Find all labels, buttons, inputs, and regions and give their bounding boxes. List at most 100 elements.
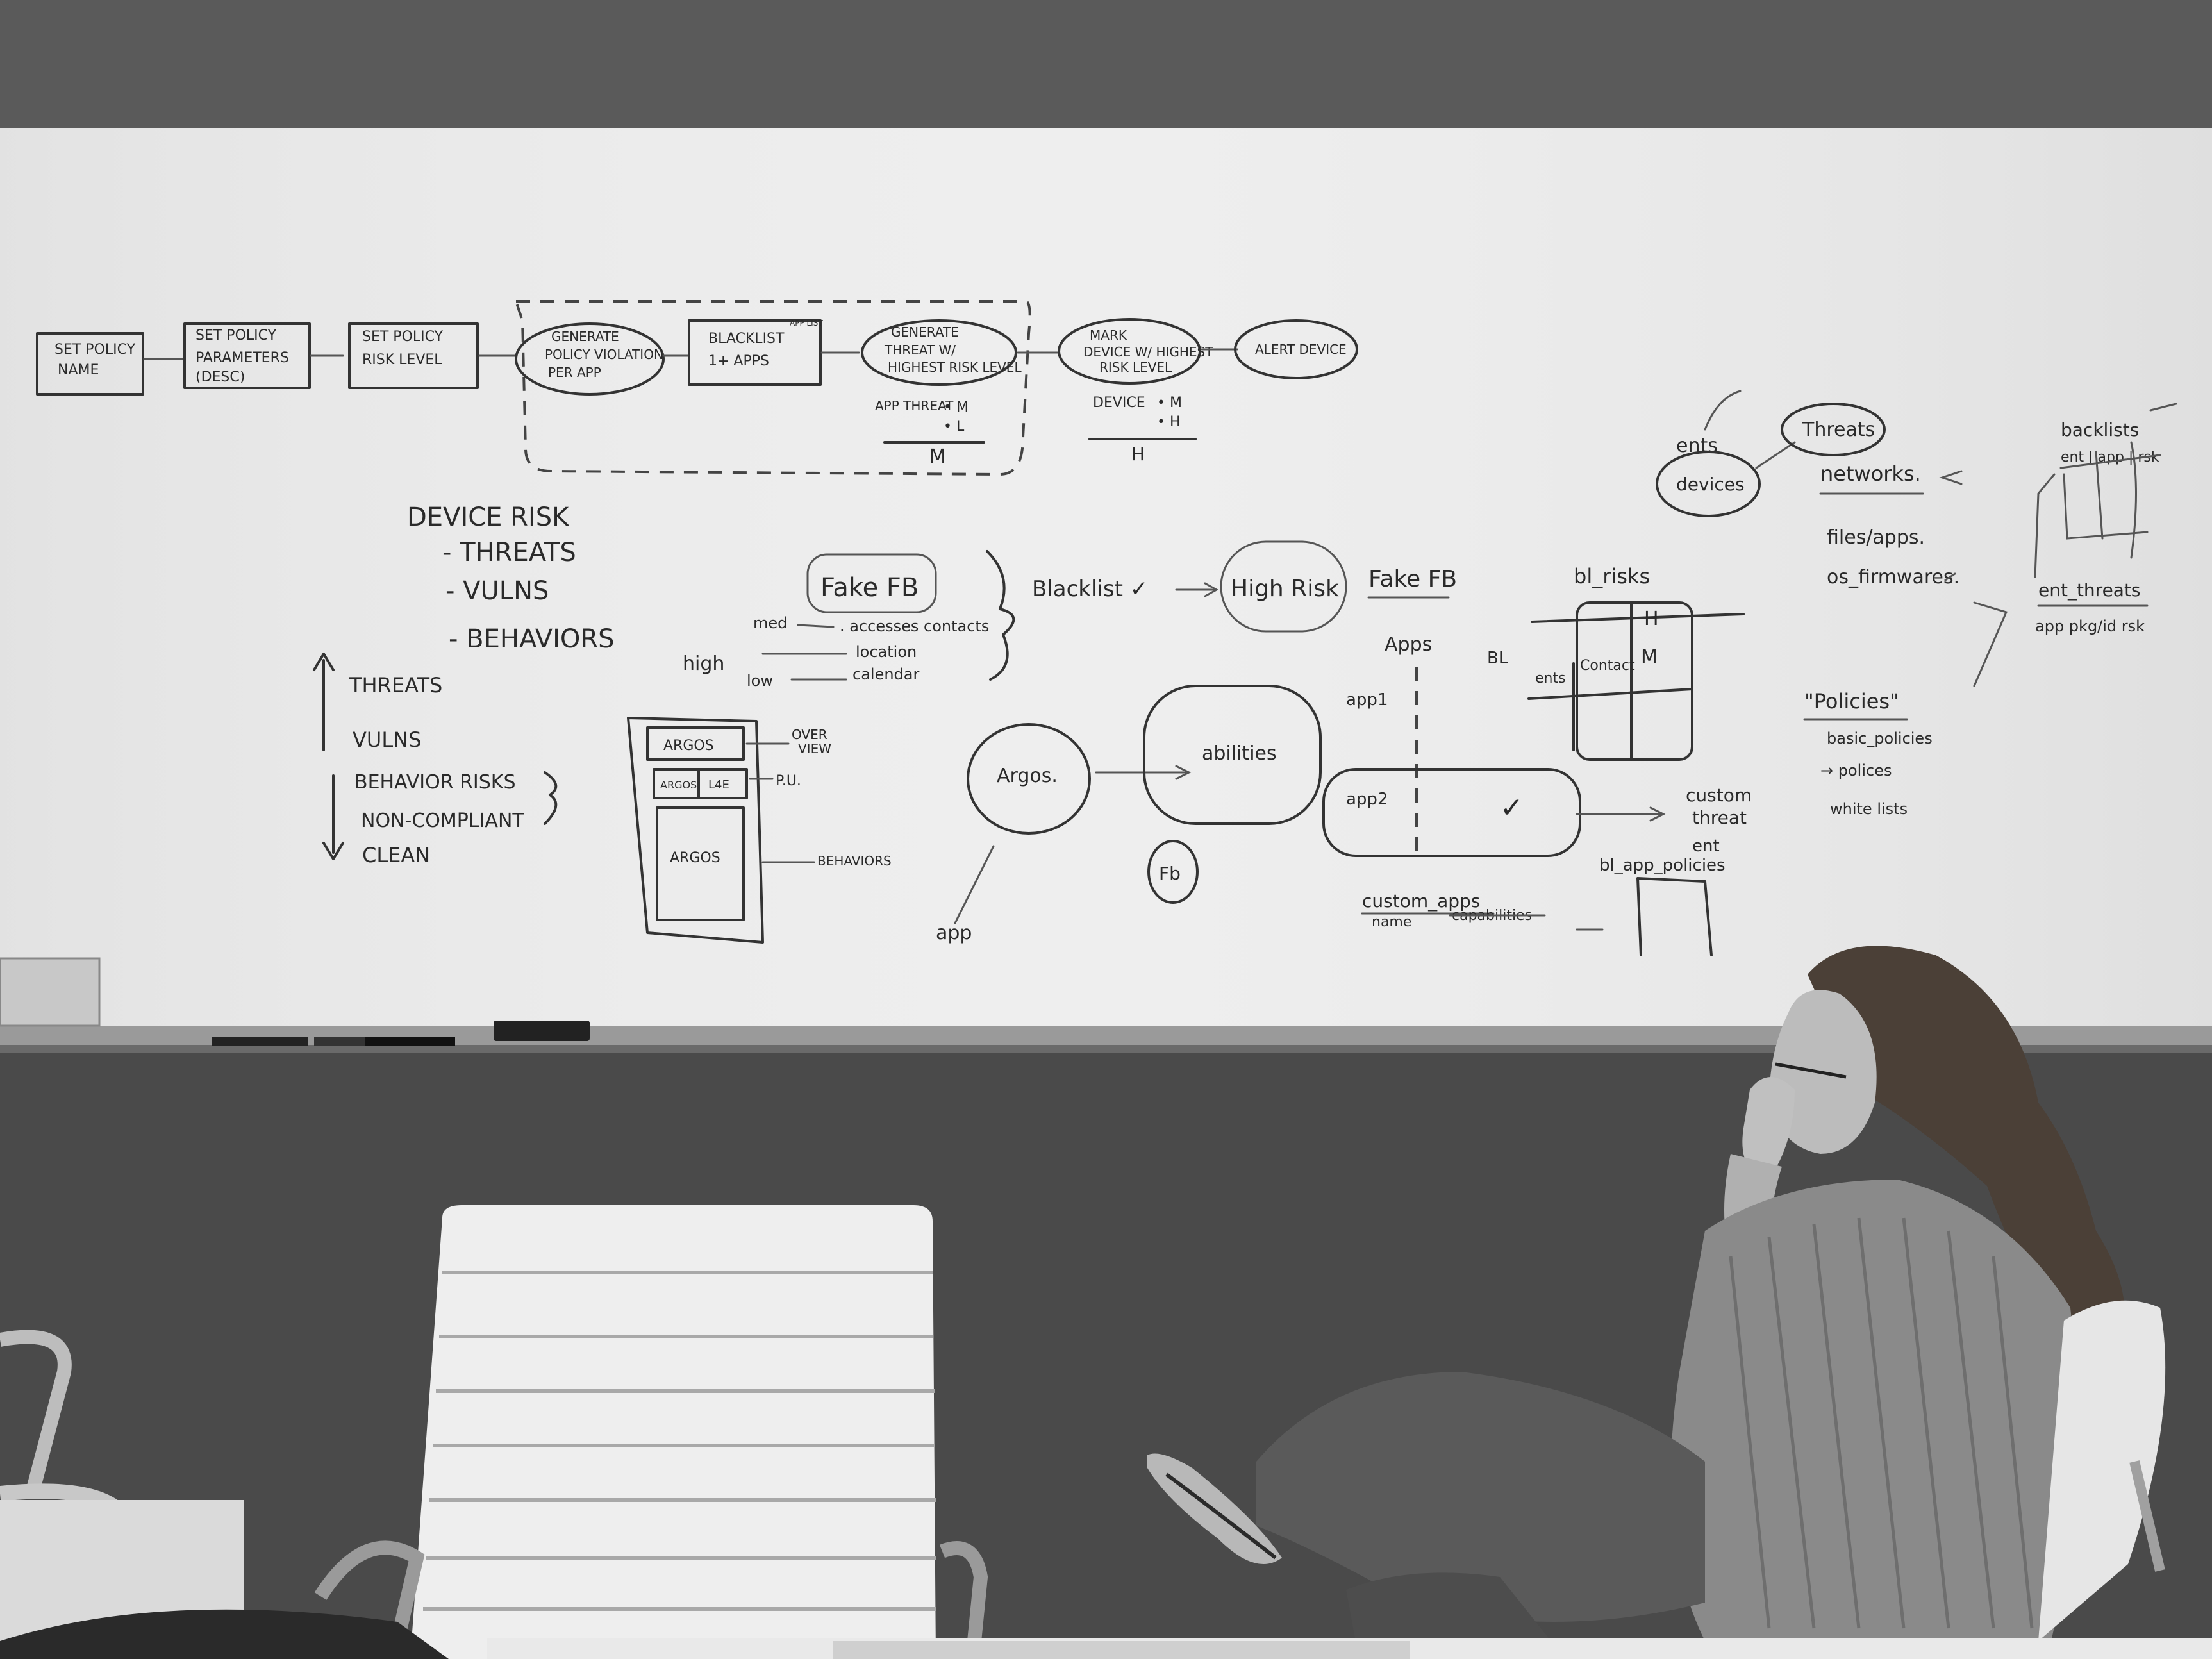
svg-text:(DESC): (DESC) xyxy=(195,369,245,385)
svg-text:M: M xyxy=(1641,646,1658,669)
ent-label: ent xyxy=(1692,837,1720,856)
eraser-2 xyxy=(494,1021,590,1041)
svg-text:- THREATS: - THREATS xyxy=(442,538,576,567)
svg-text:devices: devices xyxy=(1676,474,1745,495)
device-h: • H xyxy=(1157,414,1181,430)
svg-text:Threats: Threats xyxy=(1802,419,1875,441)
ent-threats-cols: app pkg/id rsk xyxy=(2035,617,2145,635)
bl-app-policies-label: bl_app_policies xyxy=(1599,856,1726,875)
svg-text:ARGOS: ARGOS xyxy=(663,738,714,754)
device-result: H xyxy=(1131,444,1145,465)
bl-risks-cell-h: H xyxy=(1644,608,1659,630)
app-threat-m: • M xyxy=(944,399,969,415)
bl-risks-table: bl_risks BL H ents Contact M xyxy=(1487,564,1745,761)
flow-step4-line2: POLICY VIOLATION xyxy=(545,347,663,362)
svg-text:RISK LEVEL: RISK LEVEL xyxy=(1099,360,1172,375)
bl-risks-cell-ents: ents xyxy=(1535,671,1566,687)
risk-scale-vulns: VULNS xyxy=(353,728,421,752)
svg-text:ALERT DEVICE: ALERT DEVICE xyxy=(1255,342,1347,357)
argos-overview-label-1: OVER xyxy=(792,727,827,742)
eraser xyxy=(0,957,101,1027)
apps-label: Apps xyxy=(1385,633,1432,656)
svg-text:M: M xyxy=(929,446,946,468)
svg-text:custom_apps: custom_apps xyxy=(1362,890,1480,912)
flow-step8: ALERT DEVICE xyxy=(1255,342,1347,357)
svg-text:→ polices: → polices xyxy=(1820,762,1892,779)
svg-text:ents: ents xyxy=(1535,671,1566,687)
svg-text:H: H xyxy=(1131,444,1145,465)
backlists-label: backlists xyxy=(2061,419,2139,440)
flow-step5-line2: 1+ APPS xyxy=(708,353,769,369)
device-m: • M xyxy=(1157,395,1182,411)
svg-text:High Risk: High Risk xyxy=(1231,576,1339,602)
risk-scale-threats: THREATS xyxy=(349,673,442,697)
device-risk-list: DEVICE RISK - THREATS - VULNS - BEHAVIOR… xyxy=(407,503,615,654)
svg-text:VULNS: VULNS xyxy=(353,728,421,752)
device-risk-item-1: - THREATS xyxy=(442,538,576,567)
flow-step3-line1: SET POLICY xyxy=(362,329,444,345)
svg-text:1+ APPS: 1+ APPS xyxy=(708,353,769,369)
marker-3 xyxy=(365,1037,455,1046)
flow-step2-line2: PARAMETERS xyxy=(195,350,289,366)
os-firmwares-label: os_firmwares. xyxy=(1827,566,1959,588)
fake-fb-item-1: . accesses contacts xyxy=(840,617,989,635)
svg-text:PER APP: PER APP xyxy=(548,365,601,380)
svg-text:ent: ent xyxy=(1692,837,1720,856)
svg-text:ARGOS: ARGOS xyxy=(660,779,697,791)
abilities-diagram: Argos. abilities Fb app Apps app1 app2 ✓… xyxy=(936,633,1752,956)
svg-text:app pkg/id rsk: app pkg/id rsk xyxy=(2035,617,2145,635)
app-threat-l: • L xyxy=(944,419,965,435)
device-risk-item-2: - VULNS xyxy=(445,576,549,606)
flow-step5-line1: BLACKLIST xyxy=(708,331,785,347)
argos-pu-right: L4E xyxy=(708,778,729,792)
svg-text:CLEAN: CLEAN xyxy=(362,843,430,867)
abilities-node: abilities xyxy=(1202,742,1277,765)
flow-step7-line3: RISK LEVEL xyxy=(1099,360,1172,375)
right-chair xyxy=(2038,1300,2166,1641)
ent-threats-label: ent_threats xyxy=(2038,579,2141,601)
svg-text:• L: • L xyxy=(944,419,965,435)
svg-text:BEHAVIOR RISKS: BEHAVIOR RISKS xyxy=(354,771,516,794)
svg-text:Fake FB: Fake FB xyxy=(820,573,919,603)
white-office-chair xyxy=(314,1205,988,1659)
flow-step6-line1: GENERATE xyxy=(891,324,959,340)
fake-fb-item-3: calendar xyxy=(852,665,919,683)
svg-text:L4E: L4E xyxy=(708,778,729,792)
svg-text:BEHAVIORS: BEHAVIORS xyxy=(817,853,892,869)
svg-text:OVER: OVER xyxy=(792,727,827,742)
svg-text:Argos.: Argos. xyxy=(997,765,1058,787)
svg-text:high: high xyxy=(683,653,724,675)
svg-text:DEVICE: DEVICE xyxy=(1093,395,1145,411)
bl-risks-cell-m: M xyxy=(1641,646,1658,669)
flow-step6-line3: HIGHEST RISK LEVEL xyxy=(888,360,1022,375)
svg-text:THREAT W/: THREAT W/ xyxy=(884,342,956,358)
argos-mockup: ARGOS ARGOS L4E ARGOS OVER VIEW P.U. BEH… xyxy=(627,717,892,944)
svg-text:PARAMETERS: PARAMETERS xyxy=(195,350,289,366)
svg-text:med: med xyxy=(753,614,787,632)
svg-text:SET POLICY: SET POLICY xyxy=(54,342,136,358)
argos-pu-label: P.U. xyxy=(776,773,801,789)
fake-fb-item-2: location xyxy=(856,643,917,661)
risk-scale-noncompliant: NON-COMPLIANT xyxy=(361,810,524,832)
flow-step3-line2: RISK LEVEL xyxy=(362,352,442,368)
svg-text:NON-COMPLIANT: NON-COMPLIANT xyxy=(361,810,524,832)
svg-text:H: H xyxy=(1644,608,1659,630)
app-threat-result: M xyxy=(929,446,946,468)
svg-text:POLICY VIOLATION: POLICY VIOLATION xyxy=(545,347,663,362)
svg-text:Apps: Apps xyxy=(1385,633,1432,656)
custom-apps-label: custom_apps xyxy=(1362,890,1480,912)
wall-upper xyxy=(0,0,2212,128)
flow-step2-line1: SET POLICY xyxy=(195,328,277,344)
custom-threat-2: threat xyxy=(1692,807,1747,828)
app2-check: ✓ xyxy=(1500,792,1524,824)
entities-section: ents devices Threats networks. files/app… xyxy=(1656,390,2177,687)
svg-text:name: name xyxy=(1372,914,1411,930)
device-label: DEVICE xyxy=(1093,395,1145,411)
flow-step7-line2: DEVICE W/ HIGHEST xyxy=(1083,344,1213,360)
svg-text:app1: app1 xyxy=(1346,690,1388,710)
person-seated xyxy=(1147,946,2125,1659)
argos-behaviors: ARGOS xyxy=(670,850,720,866)
policy-flow: SET POLICY NAME SET POLICY PARAMETERS (D… xyxy=(36,300,1358,476)
custom-apps-name: name xyxy=(1372,914,1411,930)
